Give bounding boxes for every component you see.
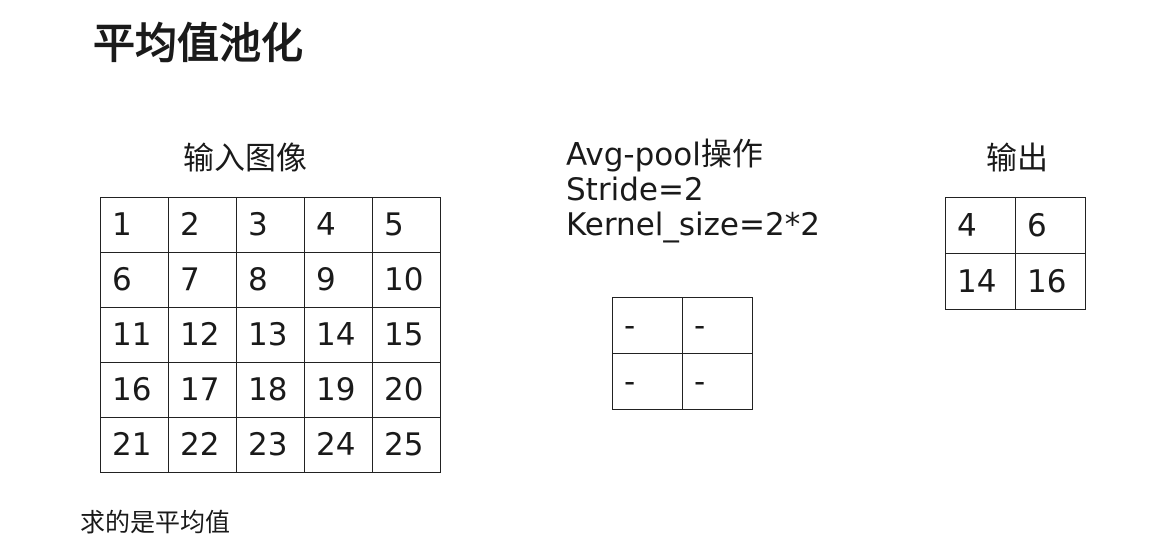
matrix-cell: 1 (100, 197, 169, 253)
matrix-cell: 8 (236, 252, 305, 308)
footnote: 求的是平均值 (80, 508, 231, 537)
output-cell: 14 (945, 253, 1016, 310)
matrix-cell: 4 (304, 197, 373, 253)
matrix-cell: 20 (372, 362, 441, 418)
matrix-cell: 18 (236, 362, 305, 418)
kernel-matrix: - - - - (612, 297, 753, 410)
matrix-cell: 21 (100, 417, 169, 473)
output-matrix: 4 6 14 16 (945, 197, 1086, 310)
matrix-cell: 15 (372, 307, 441, 363)
output-cell: 6 (1015, 197, 1086, 254)
matrix-cell: 10 (372, 252, 441, 308)
output-label: 输出 (986, 141, 1048, 177)
matrix-cell: 7 (168, 252, 237, 308)
output-cell: 4 (945, 197, 1016, 254)
operation-kernel-size: Kernel_size=2*2 (566, 207, 820, 243)
operation-description: Avg-pool操作 Stride=2 Kernel_size=2*2 (566, 138, 820, 243)
kernel-cell: - (612, 297, 683, 354)
matrix-cell: 19 (304, 362, 373, 418)
matrix-cell: 14 (304, 307, 373, 363)
matrix-cell: 5 (372, 197, 441, 253)
operation-name: Avg-pool操作 (566, 137, 763, 173)
kernel-cell: - (682, 353, 753, 410)
page-title: 平均值池化 (93, 19, 304, 68)
matrix-cell: 24 (304, 417, 373, 473)
matrix-cell: 17 (168, 362, 237, 418)
matrix-cell: 25 (372, 417, 441, 473)
matrix-cell: 22 (168, 417, 237, 473)
kernel-cell: - (612, 353, 683, 410)
matrix-cell: 13 (236, 307, 305, 363)
matrix-cell: 16 (100, 362, 169, 418)
matrix-cell: 6 (100, 252, 169, 308)
matrix-cell: 11 (100, 307, 169, 363)
kernel-cell: - (682, 297, 753, 354)
matrix-cell: 12 (168, 307, 237, 363)
matrix-cell: 3 (236, 197, 305, 253)
input-matrix: 1 2 3 4 5 6 7 8 9 10 11 12 13 14 15 16 1… (100, 197, 441, 473)
matrix-cell: 23 (236, 417, 305, 473)
input-label: 输入图像 (183, 141, 307, 177)
operation-stride: Stride=2 (566, 172, 704, 208)
matrix-cell: 9 (304, 252, 373, 308)
output-cell: 16 (1015, 253, 1086, 310)
matrix-cell: 2 (168, 197, 237, 253)
